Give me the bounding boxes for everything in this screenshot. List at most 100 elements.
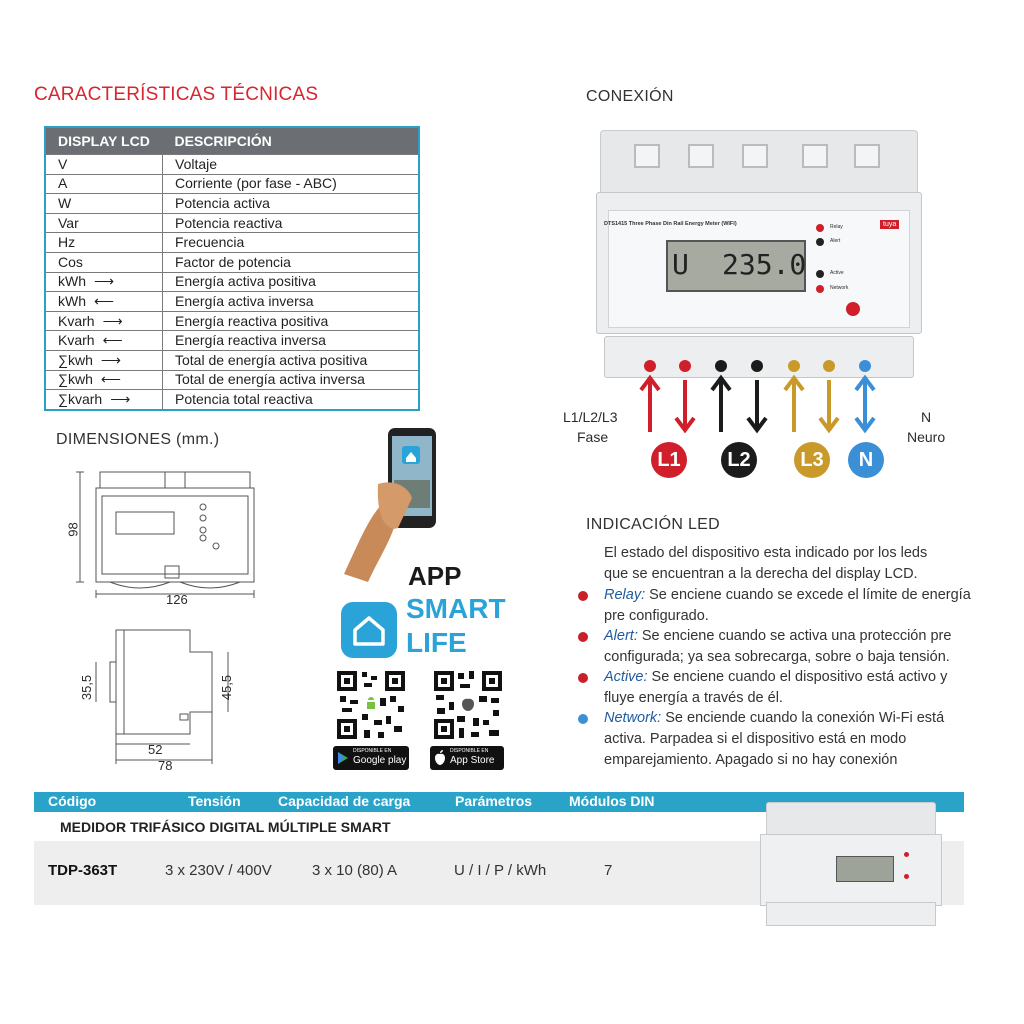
- lcd-table-row: kWh⟵Energía activa inversa: [44, 291, 420, 312]
- connection-label-phase-1: L1/L2/L3: [563, 409, 618, 425]
- meter-display-right: 235.0: [722, 248, 807, 281]
- product-table-header: Código Tensión Capacidad de carga Paráme…: [34, 792, 964, 812]
- led-item-relay-text: Se enciene cuando se excede el límite de…: [649, 587, 971, 603]
- section-title-conexion: CONEXIÓN: [586, 88, 674, 105]
- dim-side-width-inner: 52: [148, 742, 163, 757]
- app-title-line2: SMART: [406, 593, 506, 624]
- lcd-description: Frecuencia: [162, 232, 420, 253]
- lcd-code-cell: ∑kvarh⟶: [44, 389, 163, 411]
- lcd-description: Energía activa inversa: [162, 291, 420, 312]
- terminal-badge-l3: L3: [794, 442, 830, 478]
- lcd-table-row: Hz Frecuencia: [44, 232, 420, 253]
- lcd-code: Kvarh: [58, 332, 95, 349]
- product-header-parametros: Parámetros: [455, 793, 533, 809]
- meter-led-network: [816, 285, 824, 293]
- lcd-code-cell: Kvarh⟶: [44, 310, 163, 332]
- direction-arrow-icon: ⟶: [94, 273, 115, 290]
- lcd-description: Corriente (por fase - ABC): [162, 173, 420, 195]
- meter-led-network-label: Network: [830, 285, 849, 291]
- product-header-modulos: Módulos DIN: [569, 793, 655, 809]
- lcd-code: ∑kwh: [58, 371, 93, 388]
- terminal-badge-l2: L2: [721, 442, 757, 478]
- direction-arrow-icon: ⟵: [100, 371, 121, 388]
- meter-title: DTS1415 Three Phase Din Rail Energy Mete…: [604, 221, 737, 227]
- direction-arrow-icon: ⟵: [102, 332, 123, 349]
- led-item-network-label: Network:: [604, 710, 662, 726]
- lcd-code-cell: Hz: [44, 232, 163, 253]
- section-title-caracteristicas: CARACTERÍSTICAS TÉCNICAS: [34, 84, 319, 105]
- product-params: U / I / P / kWh: [454, 862, 547, 879]
- lcd-code: Hz: [58, 234, 76, 251]
- dim-front-width: 126: [166, 592, 188, 607]
- app-store-badge[interactable]: DISPONIBLE EN App Store: [430, 746, 504, 770]
- led-dot-network: [578, 714, 588, 724]
- product-header-codigo: Código: [48, 793, 97, 809]
- meter-display-left: U: [672, 248, 689, 281]
- google-play-badge[interactable]: DISPONIBLE EN Google play: [333, 746, 409, 770]
- lcd-code: kWh: [58, 292, 86, 309]
- led-dot-alert: [578, 632, 588, 642]
- dim-side-width-outer: 78: [158, 758, 173, 773]
- lcd-table-row: Kvarh ⟵ Energía reactiva inversa: [44, 330, 420, 351]
- lcd-description: Energía reactiva inversa: [162, 330, 420, 351]
- app-title-line1: APP: [408, 561, 462, 591]
- led-dot-relay: [578, 591, 588, 601]
- led-item-alert-line2: configurada; ya sea sobrecarga, sobre o …: [604, 649, 950, 665]
- lcd-header-descripcion: DESCRIPCIÓN: [162, 127, 419, 155]
- led-item-relay-line1: Relay: Se enciene cuando se excede el lí…: [604, 585, 971, 606]
- lcd-code-cell: kWh⟶: [44, 271, 163, 293]
- lcd-code-cell: A: [44, 173, 163, 195]
- lcd-code-cell: Var: [44, 212, 163, 234]
- lcd-code: A: [58, 175, 68, 192]
- lcd-code: V: [58, 155, 68, 172]
- led-item-active-line1: Active: Se enciene cuando el dispositivo…: [604, 667, 947, 688]
- lcd-description: Energía activa positiva: [162, 271, 420, 293]
- google-play-icon: [338, 752, 348, 764]
- phone-in-hand-illustration: [344, 428, 436, 582]
- led-intro-line1: El estado del dispositivo esta indicado …: [604, 545, 928, 561]
- lcd-code: ∑kwh: [58, 351, 93, 368]
- app-title-line3: LIFE: [406, 627, 467, 658]
- terminal-badge-l1: L1: [651, 442, 687, 478]
- lcd-table-row: Kvarh⟶Energía reactiva positiva: [44, 310, 420, 332]
- led-item-network-line1: Network: Se enciende cuando la conexión …: [604, 708, 944, 729]
- app-store-big-text: App Store: [450, 755, 495, 766]
- lcd-code-cell: ∑kwh⟶: [44, 349, 163, 371]
- lcd-description: Total de energía activa positiva: [162, 349, 420, 371]
- connection-label-neutral-1: N: [921, 409, 932, 425]
- section-title-dimensiones: DIMENSIONES (mm.): [56, 431, 220, 448]
- direction-arrow-icon: ⟶: [102, 312, 123, 329]
- lcd-code-cell: Cos: [44, 251, 163, 273]
- qr-code-apple-icon[interactable]: [431, 668, 505, 742]
- lcd-table-row: ∑kvarh⟶Potencia total reactiva: [44, 389, 420, 411]
- terminal-badge-n: N: [848, 442, 884, 478]
- lcd-code-cell: ∑kwh ⟵: [44, 369, 163, 391]
- app-store-small-text: DISPONIBLE EN: [450, 748, 489, 754]
- connection-label-neutral-2: Neuro: [907, 429, 946, 445]
- meter-led-alert-label: Alert: [830, 238, 841, 244]
- meter-led-active-label: Active: [830, 270, 844, 276]
- lcd-table-row: ∑kwh⟵Total de energía activa inversa: [44, 369, 420, 391]
- lcd-table-row: ∑kwh⟶Total de energía activa positiva: [44, 349, 420, 371]
- energy-meter-device: DTS1415 Three Phase Din Rail Energy Mete…: [596, 130, 922, 378]
- led-dot-active: [578, 673, 588, 683]
- dim-side-height-left: 35,5: [79, 674, 95, 701]
- led-item-active-line2: fluye energía a través de él.: [604, 690, 783, 706]
- home-icon: [353, 616, 385, 646]
- lcd-description: Potencia reactiva: [162, 212, 420, 234]
- lcd-code-cell: V: [44, 154, 163, 175]
- lcd-table-row: A Corriente (por fase - ABC): [44, 173, 420, 195]
- lcd-code-cell: W: [44, 193, 163, 214]
- product-thumbnail: [760, 802, 942, 926]
- lcd-code-cell: kWh⟵: [44, 291, 163, 312]
- lcd-table-header: DISPLAY LCD DESCRIPCIÓN: [45, 127, 419, 155]
- qr-code-android-icon[interactable]: [334, 668, 408, 742]
- product-modules: 7: [604, 862, 613, 879]
- led-item-active-label: Active:: [604, 669, 648, 685]
- side-dimension-drawing: [95, 629, 229, 764]
- direction-arrow-icon: ⟶: [110, 390, 131, 407]
